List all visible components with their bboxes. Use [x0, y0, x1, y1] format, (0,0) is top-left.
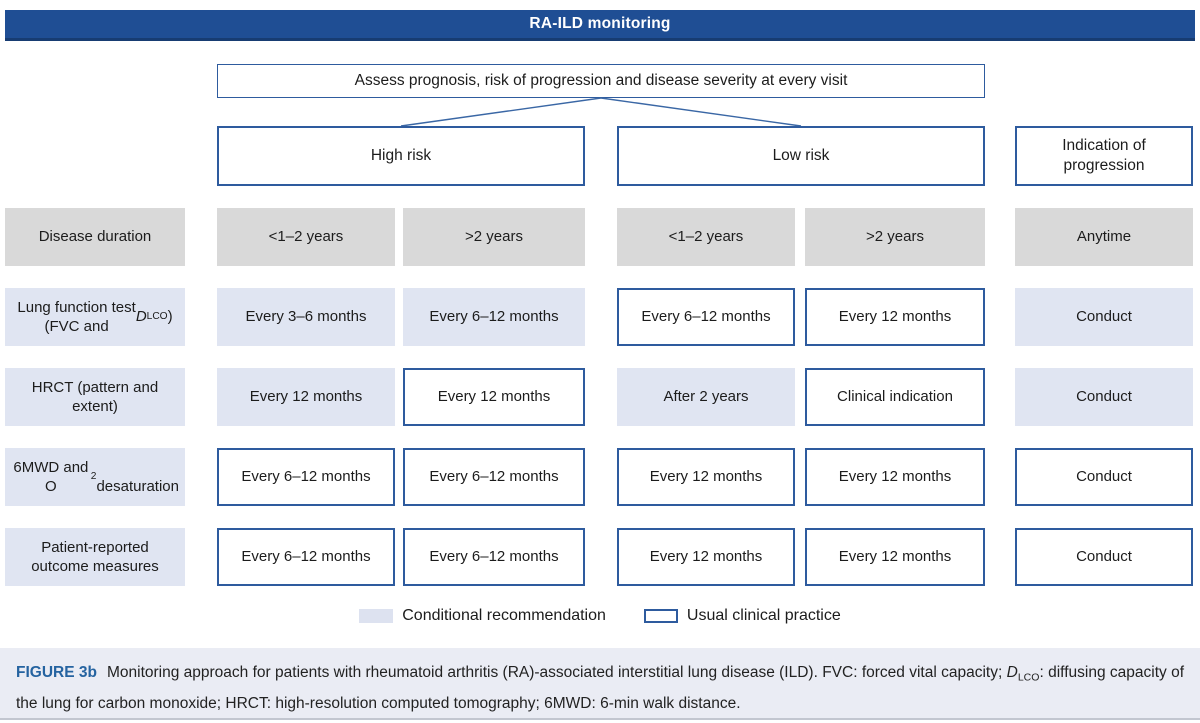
cell-6mwd-desaturation-col4: Every 12 months — [805, 448, 985, 506]
cell-6mwd-desaturation-col2: Every 6–12 months — [403, 448, 585, 506]
cell-hrct-col5: Conduct — [1015, 368, 1193, 426]
cell-hrct-col3: After 2 years — [617, 368, 795, 426]
low-risk-label: Low risk — [772, 146, 830, 164]
cell-disease-duration-col3: <1–2 years — [617, 208, 795, 266]
row-label-disease-duration: Disease duration — [5, 208, 185, 266]
conditional-swatch-icon — [359, 609, 394, 623]
cell-6mwd-desaturation-col5: Conduct — [1015, 448, 1193, 506]
cell-disease-duration-col2: >2 years — [403, 208, 585, 266]
legend-item-usual: Usual clinical practice — [643, 607, 841, 625]
legend-conditional-label: Conditional recommendation — [402, 607, 606, 624]
indication-label: Indication of progression — [1062, 136, 1146, 174]
cell-disease-duration-col1: <1–2 years — [217, 208, 395, 266]
high-risk-label: High risk — [370, 146, 432, 164]
cell-lung-function-test-col1: Every 3–6 months — [217, 288, 395, 346]
figure-caption-label: FIGURE 3b — [16, 664, 97, 681]
legend: Conditional recommendation Usual clinica… — [0, 603, 1200, 629]
cell-patient-reported-outcomes-col1: Every 6–12 months — [217, 528, 395, 586]
high-risk-header: High risk — [217, 126, 585, 186]
figure-caption-text: Monitoring approach for patients with rh… — [16, 664, 1184, 712]
cell-patient-reported-outcomes-col3: Every 12 months — [617, 528, 795, 586]
cell-hrct-col4: Clinical indication — [805, 368, 985, 426]
assess-box: Assess prognosis, risk of progression an… — [217, 64, 985, 98]
assess-text: Assess prognosis, risk of progression an… — [354, 72, 848, 89]
figure-title-bar: RA-ILD monitoring — [5, 10, 1195, 41]
cell-lung-function-test-col5: Conduct — [1015, 288, 1193, 346]
cell-patient-reported-outcomes-col2: Every 6–12 months — [403, 528, 585, 586]
legend-item-conditional: Conditional recommendation — [359, 607, 606, 625]
cell-hrct-col2: Every 12 months — [403, 368, 585, 426]
cell-patient-reported-outcomes-col4: Every 12 months — [805, 528, 985, 586]
figure-title: RA-ILD monitoring — [529, 15, 671, 32]
cell-6mwd-desaturation-col3: Every 12 months — [617, 448, 795, 506]
cell-6mwd-desaturation-col1: Every 6–12 months — [217, 448, 395, 506]
cell-patient-reported-outcomes-col5: Conduct — [1015, 528, 1193, 586]
cell-lung-function-test-col4: Every 12 months — [805, 288, 985, 346]
cell-disease-duration-col4: >2 years — [805, 208, 985, 266]
legend-usual-label: Usual clinical practice — [686, 607, 841, 624]
low-risk-header: Low risk — [617, 126, 985, 186]
usual-swatch-icon — [643, 609, 678, 623]
cell-hrct-col1: Every 12 months — [217, 368, 395, 426]
cell-lung-function-test-col3: Every 6–12 months — [617, 288, 795, 346]
cell-disease-duration-col5: Anytime — [1015, 208, 1193, 266]
indication-of-progression-header: Indication of progression — [1015, 126, 1193, 186]
cell-lung-function-test-col2: Every 6–12 months — [403, 288, 585, 346]
